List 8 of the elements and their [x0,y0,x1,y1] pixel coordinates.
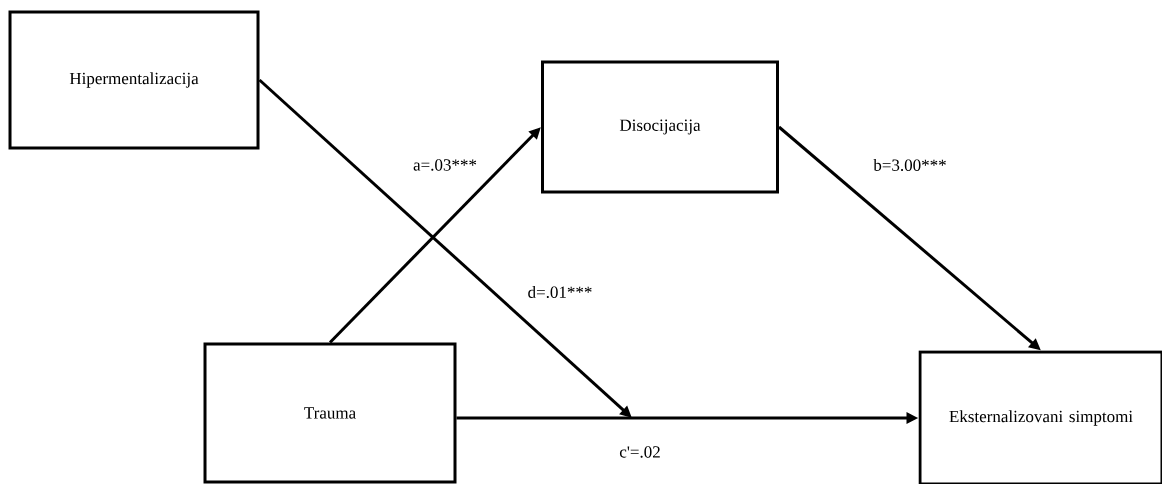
edge-label: c'=.02 [619,446,660,458]
edge-label: a=.03*** [413,159,477,171]
variable-box: Trauma [203,342,457,484]
edge-label: d=.01*** [528,285,592,298]
variable-box: Eksternalizovani simptomi [918,350,1162,484]
variable-box: Hipermentalizacija [8,10,260,150]
variable-box: Disocijacija [541,60,779,194]
edge-label: b=3.00*** [873,158,946,171]
